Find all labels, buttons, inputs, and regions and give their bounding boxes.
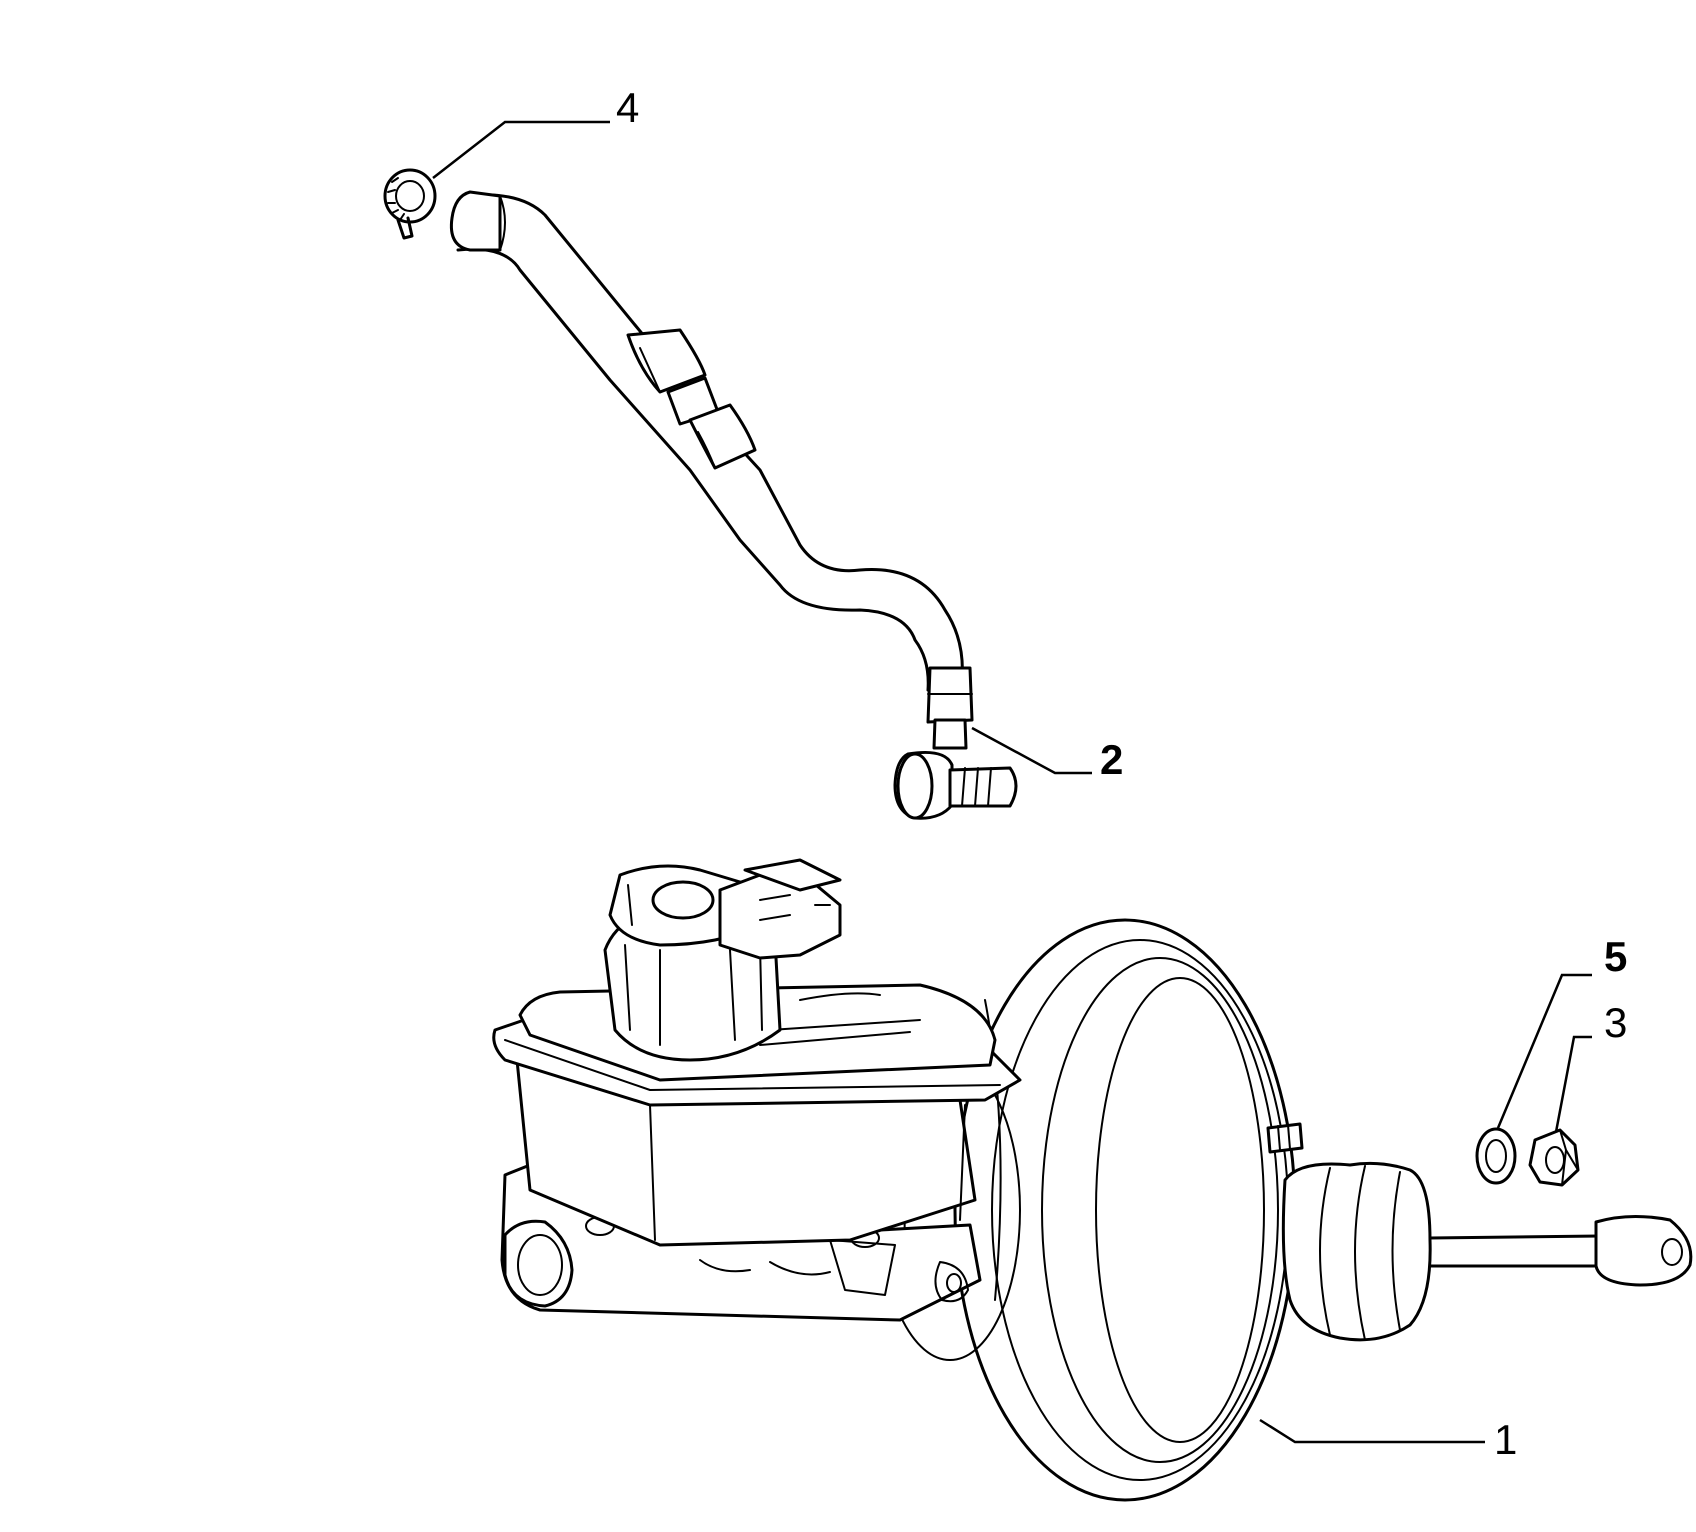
nut (1528, 1128, 1580, 1187)
callout-2: 2 (1100, 736, 1123, 783)
leader-line-5 (1496, 973, 1592, 1129)
washer (1475, 1127, 1517, 1185)
leader-line-3 (1554, 1035, 1592, 1133)
callout-3: 3 (1604, 999, 1627, 1046)
callout-4: 4 (616, 84, 639, 131)
callout-5: 5 (1604, 933, 1627, 980)
hose-clamp (383, 168, 437, 240)
leader-line-4 (432, 120, 610, 179)
leader-line-1 (1259, 1418, 1485, 1444)
leader-line-2 (971, 726, 1092, 775)
brake-booster (879, 918, 1693, 1502)
callout-1: 1 (1494, 1416, 1517, 1463)
master-cylinder (492, 858, 1022, 1322)
vacuum-hose (449, 190, 1018, 820)
